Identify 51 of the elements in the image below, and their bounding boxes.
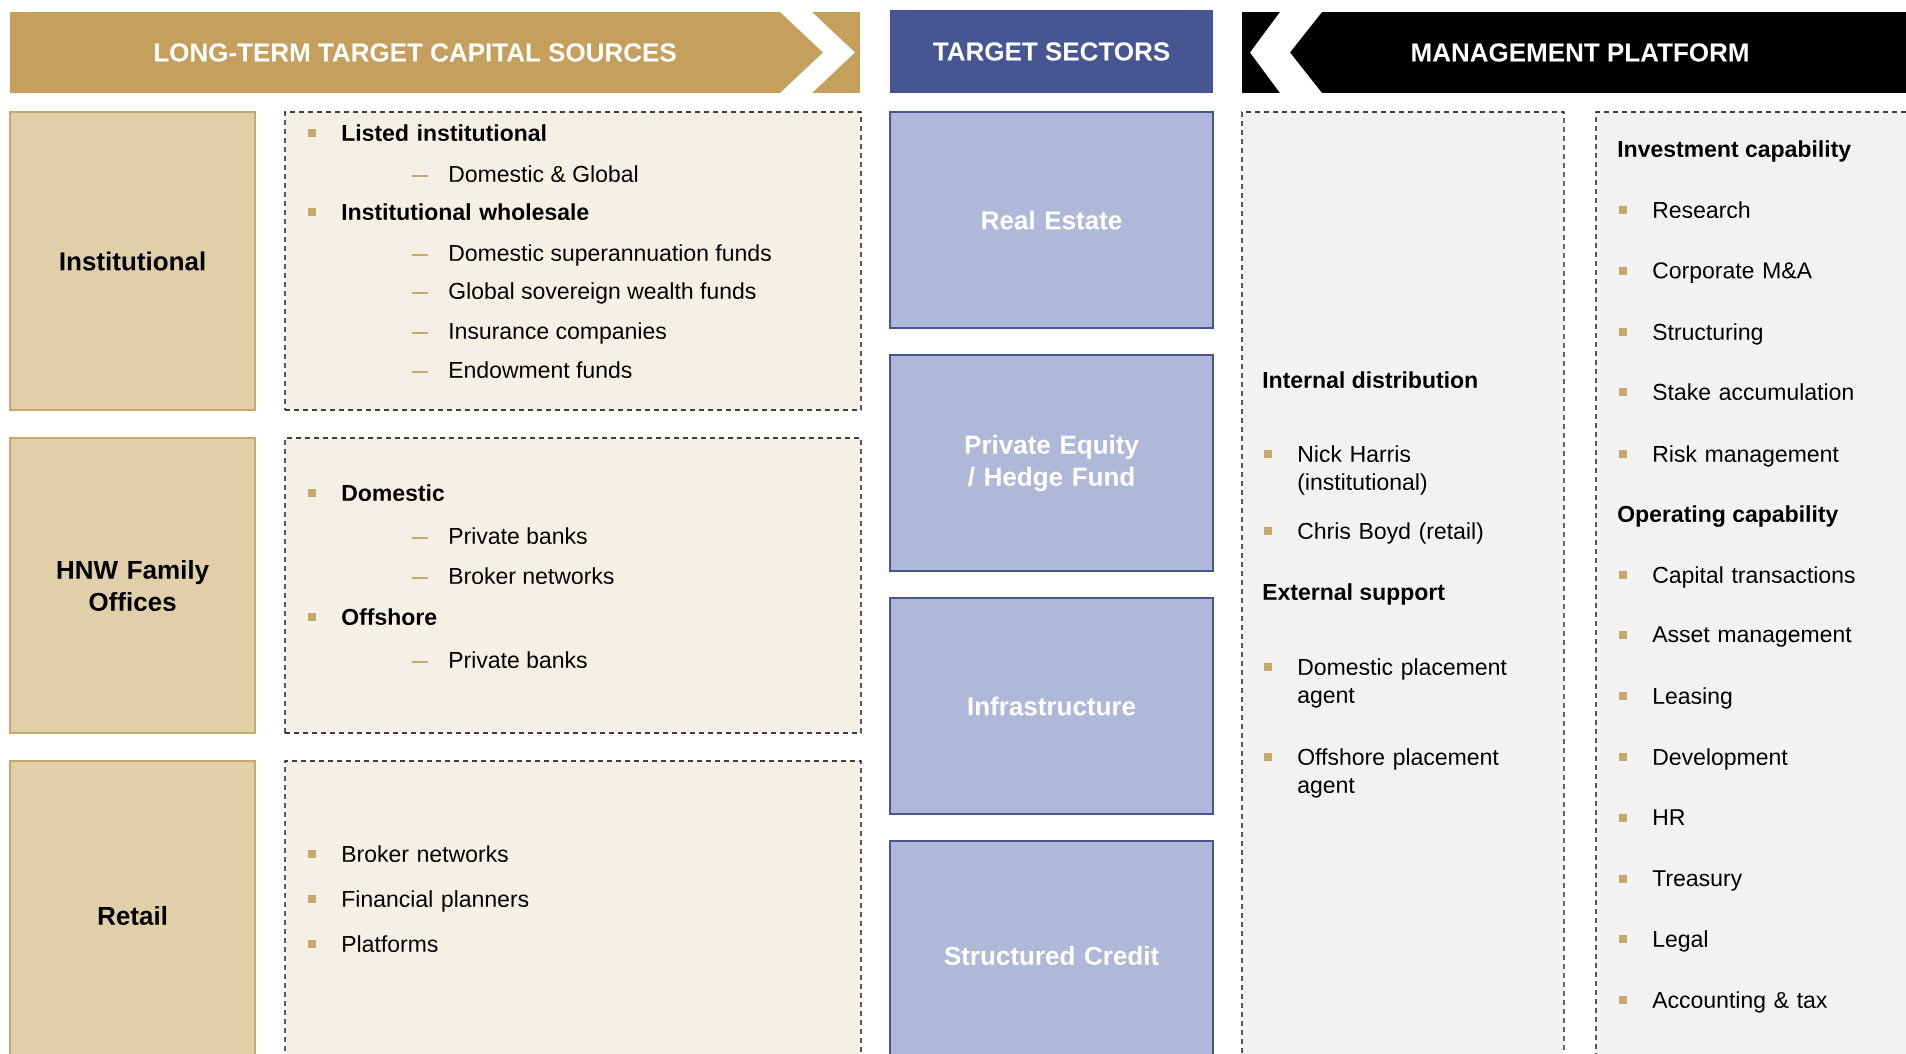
list-item: Development: [1654, 748, 1788, 770]
list-item: Insurance companies: [450, 322, 666, 344]
list-item: Chris Boyd (retail): [1298, 522, 1483, 544]
list-item: Endowment funds: [450, 361, 632, 379]
list-panel: [284, 111, 862, 411]
list-item: Leasing: [1654, 687, 1732, 709]
category-box: HNW Family Offices: [9, 437, 256, 734]
list-item: Domestic placement agent: [1298, 658, 1507, 708]
list-item: Broker networks: [343, 845, 508, 863]
list-panel: [284, 437, 862, 734]
list-item: Corporate M&A: [1653, 262, 1812, 284]
header-banner: TARGET SECTORS: [890, 10, 1213, 93]
list-item: HR: [1654, 809, 1685, 825]
list-item: Global sovereign wealth funds: [449, 282, 756, 304]
list-item: Institutional wholesale: [342, 203, 589, 221]
list-item: Domestic superannuation funds: [450, 244, 771, 266]
list-item: Private banks: [450, 651, 587, 669]
list-heading: Internal distribution: [1263, 371, 1477, 389]
list-item: Domestic & Global: [450, 165, 638, 183]
list-item: Asset management: [1652, 626, 1852, 647]
sector-box: Structured Credit: [889, 840, 1214, 1054]
list-item: Stake accumulation: [1653, 383, 1853, 401]
list-item: Platforms: [343, 935, 438, 953]
list-heading: Investment capability: [1618, 140, 1851, 162]
list-item: Private banks: [450, 527, 587, 545]
header-banner: LONG-TERM TARGET CAPITAL SOURCES: [10, 12, 860, 93]
list-item: Capital transactions: [1653, 566, 1855, 588]
list-item: Financial planners: [343, 890, 529, 912]
list-item: Listed institutional: [342, 124, 546, 142]
list-heading: External support: [1263, 583, 1445, 605]
list-item: Legal: [1654, 930, 1707, 952]
list-item: Offshore: [342, 608, 437, 626]
category-box: Retail: [9, 760, 256, 1054]
list-item: Broker networks: [450, 567, 614, 585]
list-panel: [1595, 111, 1906, 1054]
list-item: Nick Harris (institutional): [1298, 445, 1427, 495]
header-banner: MANAGEMENT PLATFORM: [1242, 12, 1906, 93]
sector-box: Infrastructure: [889, 597, 1214, 815]
sector-box: Private Equity / Hedge Fund: [889, 354, 1214, 572]
list-heading: Operating capability: [1618, 505, 1839, 527]
list-item: Risk management: [1654, 445, 1839, 467]
list-item: Treasury: [1652, 870, 1743, 891]
list-item: Structuring: [1653, 323, 1762, 345]
sector-box: Real Estate: [889, 111, 1214, 329]
category-box: Institutional: [9, 111, 256, 411]
list-item: Domestic: [342, 484, 445, 502]
list-item: Offshore placement agent: [1298, 748, 1499, 798]
list-panel: [1241, 111, 1565, 1054]
list-item: Accounting & tax: [1652, 991, 1828, 1013]
list-item: Research: [1654, 201, 1750, 219]
list-panel: [284, 760, 862, 1054]
